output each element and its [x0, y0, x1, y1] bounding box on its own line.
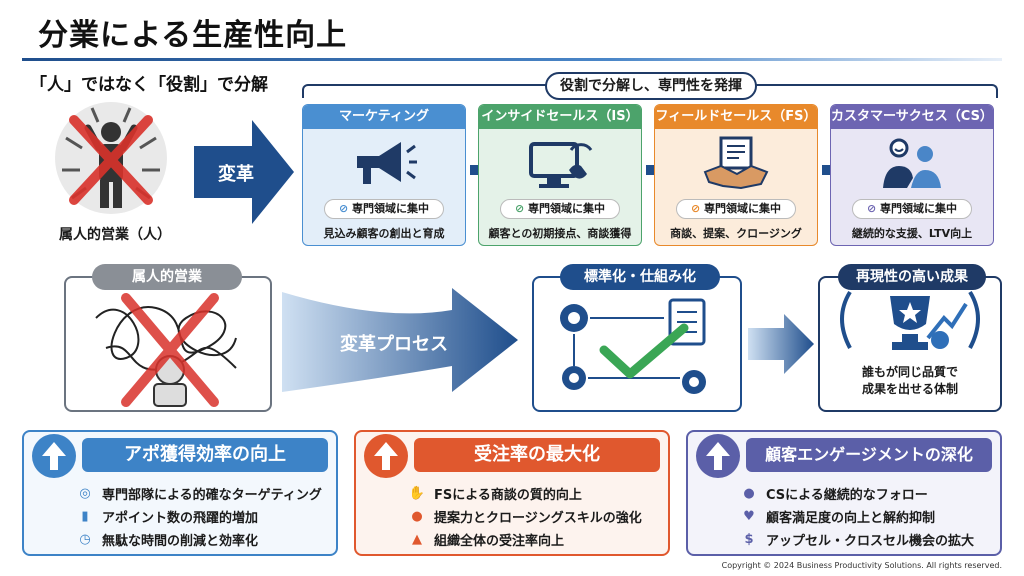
handshake-icon: [655, 129, 817, 199]
copyright: Copyright © 2024 Business Productivity S…: [721, 561, 1002, 570]
benefit-item: ▮アポイント数の飛躍的増加: [74, 505, 322, 528]
bar-chart-icon: ▮: [81, 509, 89, 524]
result-box: 誰もが同じ品質で 成果を出せる体制: [818, 276, 1002, 412]
growth-chart-icon: ▲: [412, 532, 422, 547]
person-label: 属人的営業（人）: [59, 227, 171, 243]
subtitle: 「人」ではなく「役割」で分解: [30, 75, 268, 95]
benefit-card-appointments: アポ獲得効率の向上 ◎専門部隊による的確なターゲティング ▮アポイント数の飛躍的…: [22, 430, 338, 556]
process-arrow: [282, 282, 522, 406]
stressed-person-icon: [55, 102, 167, 214]
role-desc: 商談、提案、クロージング: [670, 227, 802, 240]
role-card-customer-success: カスタマーサクセス（CS） ⊘ 専門領域に集中 継続的な支援、LTV向上: [830, 104, 994, 246]
benefit-item: ♥顧客満足度の向上と解約抑制: [738, 505, 974, 528]
focus-pill: ⊘ 専門領域に集中: [500, 199, 620, 219]
benefit-card-engagement: 顧客エンゲージメントの深化 ●CSによる継続的なフォロー ♥顧客満足度の向上と解…: [686, 430, 1002, 556]
page-title: 分業による生産性向上: [38, 18, 348, 53]
tangled-lines-icon: [95, 293, 237, 407]
before-label: 属人的営業: [92, 264, 242, 290]
computer-headset-icon: [479, 129, 641, 199]
role-title: フィールドセールス（FS）: [655, 105, 817, 129]
heart-hand-icon: ♥: [743, 509, 755, 524]
role-desc: 顧客との初期接点、商談獲得: [488, 227, 632, 240]
before-box: [64, 276, 272, 412]
result-desc-line-2: 成果を出せる体制: [861, 382, 958, 396]
benefit-item: ✋FSによる商談の質的向上: [406, 482, 642, 505]
stopwatch-icon: ◷: [79, 532, 91, 547]
target-icon: ◎: [79, 486, 91, 501]
focus-pill: ⊘ 専門領域に集中: [852, 199, 972, 219]
standard-label: 標準化・仕組み化: [560, 264, 720, 290]
role-title: マーケティング: [303, 105, 465, 129]
title-divider: [22, 58, 1002, 61]
role-desc: 見込み顧客の創出と育成: [323, 227, 445, 240]
headset-icon: ●: [743, 486, 755, 501]
benefit-title: 顧客エンゲージメントの深化: [746, 438, 992, 472]
benefit-title: アポ獲得効率の向上: [82, 438, 328, 472]
result-arrow: [748, 314, 814, 378]
benefit-card-close-rate: 受注率の最大化 ✋FSによる商談の質的向上 ●提案力とクロージングスキルの強化 …: [354, 430, 670, 556]
megaphone-icon: [303, 129, 465, 199]
benefit-title: 受注率の最大化: [414, 438, 660, 472]
role-card-inside-sales: インサイドセールス（IS） ⊘ 専門領域に集中 顧客との初期接点、商談獲得: [478, 104, 642, 246]
role-card-field-sales: フィールドセールス（FS） ⊘ 専門領域に集中 商談、提案、クロージング: [654, 104, 818, 246]
role-title: カスタマーサクセス（CS）: [831, 105, 993, 129]
upsell-icon: $: [744, 532, 754, 547]
handshake-icon: ✋: [408, 486, 426, 501]
result-label: 再現性の高い成果: [838, 264, 986, 290]
trophy-icon: [840, 290, 980, 350]
focus-pill: ⊘ 専門領域に集中: [324, 199, 444, 219]
process-label: 変革プロセス: [340, 334, 448, 355]
benefit-item: $アップセル・クロスセル機会の拡大: [738, 528, 974, 551]
role-title: インサイドセールス（IS）: [479, 105, 641, 129]
role-desc: 継続的な支援、LTV向上: [851, 227, 973, 240]
focus-pill: ⊘ 専門領域に集中: [676, 199, 796, 219]
benefit-item: ●提案力とクロージングスキルの強化: [406, 505, 641, 528]
workflow-checklist-icon: [560, 298, 706, 394]
bracket-label: 役割で分解し、専門性を発揮: [545, 72, 757, 100]
transform-arrow: [194, 120, 294, 228]
transform-label: 変革: [218, 164, 254, 185]
benefit-item: ●CSによる継続的なフォロー: [738, 482, 974, 505]
role-card-marketing: マーケティング ⊘ 専門領域に集中 見込み顧客の創出と育成: [302, 104, 466, 246]
up-arrow-icon: [32, 434, 76, 478]
team-icon: ●: [411, 509, 423, 524]
benefit-item: ◷無駄な時間の削減と効率化: [74, 528, 322, 551]
up-arrow-icon: [364, 434, 408, 478]
customer-support-icon: [831, 129, 993, 199]
benefit-item: ◎専門部隊による的確なターゲティング: [74, 482, 322, 505]
result-desc-line-1: 誰もが同じ品質で: [861, 365, 958, 379]
standard-box: [532, 276, 742, 412]
up-arrow-icon: [696, 434, 740, 478]
benefit-item: ▲組織全体の受注率向上: [406, 528, 642, 551]
person-figure: [52, 98, 170, 218]
